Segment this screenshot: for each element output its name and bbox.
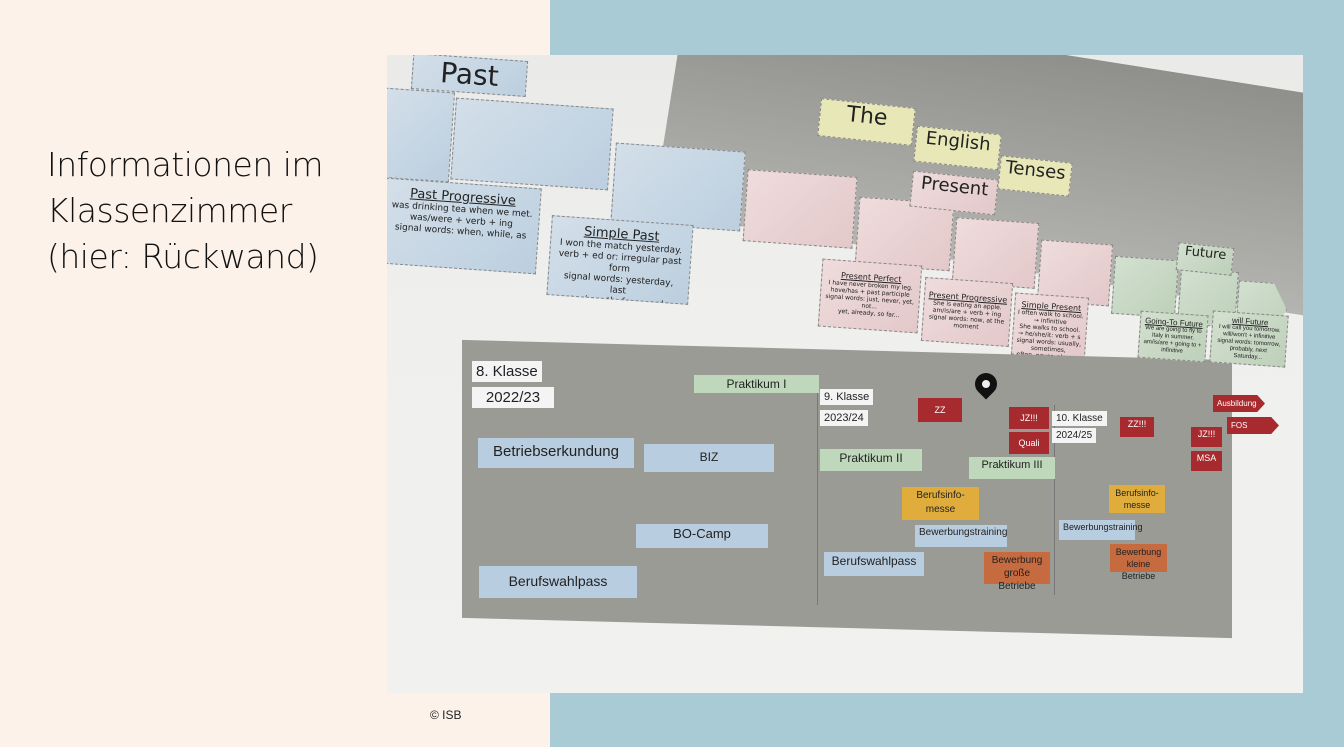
year-8-label: 2022/23 [472,387,554,408]
card-past-progressive: Past Progressive was drinking tea when w… [387,177,542,275]
year-10-label: 2024/25 [1052,428,1097,443]
praktikum-2: Praktikum II [820,449,922,471]
slide-title: Informationen im Klassenzimmer (hier: Rü… [47,142,324,280]
betriebserkundung: Betriebserkundung [478,438,634,468]
biz: BIZ [644,444,774,472]
bewerbung-grosse-betriebe: Bewerbung große Betriebe [984,552,1050,592]
jz-label: JZ!!! [1009,407,1049,429]
ausbildung-arrow: Ausbildung [1213,395,1265,412]
title-line: Klassenzimmer [47,191,292,230]
praktikum-3: Praktikum III [969,457,1055,479]
praktikum-1: Praktikum I [694,375,819,393]
berufswahlpass: Berufswahlpass [479,566,637,598]
timeline-tile [450,97,614,191]
msa-label: MSA [1191,451,1222,471]
card-present-perfect: Present Perfect I have never broken my l… [817,258,923,334]
berufswahlpass: Berufswahlpass [824,552,924,576]
year-9-label: 2023/24 [820,410,868,426]
timeline-tile [610,142,746,232]
timeline-tile [951,217,1040,289]
divider [817,385,818,605]
jz-label: JZ!!! [1191,427,1222,447]
title-line: Informationen im [47,145,324,184]
card-simple-past: Simple Past I won the match yesterday. v… [546,215,694,305]
card-line: am/is/are + going to + infinitive [1143,338,1202,355]
title-line: (hier: Rückwand) [47,237,319,276]
fos-arrow: FOS [1227,417,1279,434]
copyright: © ISB [430,708,462,722]
grade-9-label: 9. Klasse [820,389,874,405]
bewerbungstraining: Bewerbungstraining [1059,520,1143,540]
bewerbung-kleine-betriebe: Bewerbung kleine Betriebe [1110,544,1167,581]
berufsinfomesse: Berufsinfo- messe [902,487,979,520]
card-present-progressive: Present Progressive She is eating an app… [920,277,1014,347]
card-going-to-future: Going-To Future We are going to fly to I… [1137,310,1209,363]
quali-label: Quali [1009,432,1049,454]
zz-label: ZZ!!! [1120,417,1154,437]
timeline-tile [1111,255,1179,319]
zz-label: ZZ [918,398,962,422]
card-will-future: will Future I will call you tomorrow. wi… [1209,310,1289,368]
card-simple-present: Simple Present I often walk to school. →… [1010,292,1090,360]
timeline-tile [387,87,456,183]
classroom-wall-photo: Past The English Tenses Present Future P… [387,55,1303,693]
grade-8-label: 8. Klasse [472,361,542,382]
bo-camp: BO-Camp [636,524,768,548]
berufsinfomesse: Berufsinfo- messe [1109,485,1165,513]
timeline-tile [742,169,858,249]
divider [1054,405,1055,595]
header-future: Future [1175,242,1235,276]
grade-10-label: 10. Klasse [1052,411,1107,426]
bewerbungstraining: Bewerbungstraining [915,525,1007,547]
